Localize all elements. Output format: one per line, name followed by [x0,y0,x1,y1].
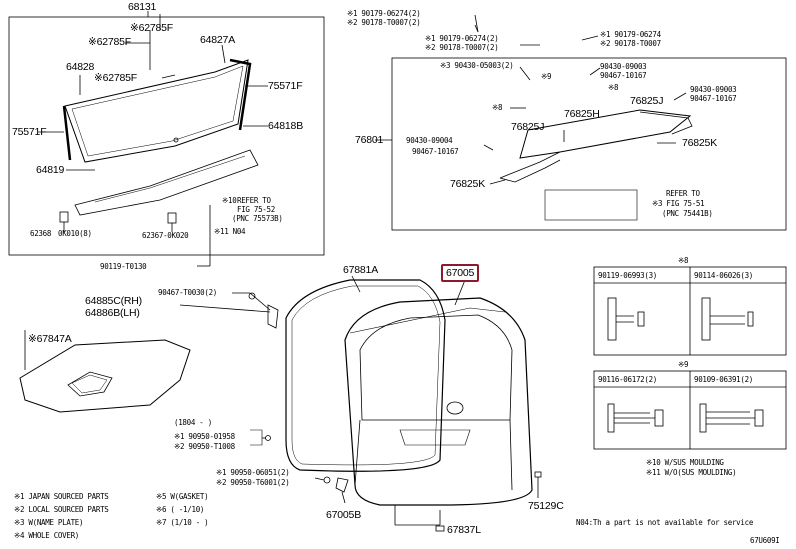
spoiler [519,109,692,159]
label-tr-refer-3: (PNC 75441B) [662,209,713,218]
label-mid-c1: ※1 90950-06051(2) [216,468,290,477]
label-64819: 64819 [36,164,65,176]
label-tr-1: ※1 90179-06274(2) [347,9,421,18]
label-tr-9: 90430-09003 [600,62,647,71]
label-sec9-a: 90116-06172(2) [598,375,658,384]
name-plate-box [544,189,638,221]
door-weatherstrip [285,279,446,472]
windshield-group-box [8,16,325,256]
footnote-n04: N04:Th a part is not available for servi… [576,518,754,527]
label-76801: 76801 [355,134,384,146]
label-68131: 68131 [128,1,157,13]
label-90119: 90119-T0130 [100,262,147,271]
label-mid-c2: ※2 90950-T6001(2) [216,478,290,487]
label-tr-13: 90467-10167 [690,94,737,103]
hinge-bracket [267,304,279,329]
label-mid-b3: ※2 90950-T1008 [174,442,235,451]
label-76825k-a: 76825K [682,137,718,149]
label-tr-14: ※8 [492,103,503,112]
label-62785f-c: ※62785F [94,72,138,84]
footnote-2: ※2 LOCAL SOURCED PARTS [14,505,109,514]
label-sec8-a: 90119-06993(3) [598,271,658,280]
label-62785f-b: ※62785F [88,36,132,48]
label-sec8: ※8 [678,256,689,265]
label-tr-2: ※2 90178-T0007(2) [347,18,421,27]
footnote-5: ※5 W(GASKET) [156,492,209,501]
label-tr-5: ※1 90179-06274 [600,30,661,39]
label-64827a: 64827A [200,34,236,46]
label-tr-7: ※3 90430-05003(2) [440,61,514,70]
whole-cover-67847a [19,339,191,413]
diagram-code: 67U609I [750,536,780,545]
label-w10: ※10 W/SUS MOULDING [646,458,724,467]
label-75129c: 75129C [528,500,564,512]
label-64886b: 64886B(LH) [85,307,140,319]
label-refer-2: FIG 75-52 [237,205,275,214]
label-refer-mark: ※10 [222,196,237,205]
label-76825j-b: 76825J [511,121,545,133]
label-90467: 90467-T0030(2) [158,288,218,297]
label-67881a: 67881A [343,264,379,276]
label-tr-8: ※9 [541,72,552,81]
label-tr-10: 90467-10167 [600,71,647,80]
label-67005-highlighted[interactable]: 67005 [441,264,480,282]
label-tr-11: ※8 [608,83,619,92]
label-64818b: 64818B [268,120,304,132]
spoiler-group-box [391,57,787,231]
label-75571f-left: 75571F [12,126,47,138]
label-tr-3: ※1 90179-06274(2) [425,34,499,43]
label-w11: ※11 W/O(SUS MOULDING) [646,468,737,477]
glass-moulding-right [229,58,252,131]
label-sec9-b: 90109-06391(2) [694,375,754,384]
label-mid-b1: (1804 - ) [174,418,212,427]
back-door-panel [344,297,533,506]
footnote-1: ※1 JAPAN SOURCED PARTS [14,492,109,501]
footnote-7: ※7 (1/10 - ) [156,518,209,527]
footnote-4: ※4 WHOLE COVER) [14,531,79,540]
label-75571f-right: 75571F [268,80,303,92]
glass-moulding-left [62,105,72,161]
door-window [359,314,513,421]
label-tr-19: 90430-09004 [406,136,453,145]
label-0k010: 0K010(8) [58,229,92,238]
label-64828: 64828 [66,61,95,73]
label-tr-4: ※2 90178-T0007(2) [425,43,499,52]
bracket-67005b [335,477,349,493]
label-76825k-b: 76825K [450,178,486,190]
label-sec8-b: 90114-06026(3) [694,271,754,280]
label-76825h: 76825H [564,108,600,120]
label-67005b: 67005B [326,509,362,521]
label-76825j-a: 76825J [630,95,664,107]
label-tr-refer-1: REFER TO [666,189,700,198]
label-tr-20: 90467-10167 [412,147,459,156]
footnote-3: ※3 W(NAME PLATE) [14,518,84,527]
label-tr-refer-2: ※3 FIG 75-51 [652,199,705,208]
label-tr-6: ※2 90178-T0007 [600,39,661,48]
label-refer-1: REFER TO [237,196,271,205]
label-refer-3: (PNC 75573B) [232,214,283,223]
label-64885c: 64885C(RH) [85,295,142,307]
label-67837l: 67837L [447,524,481,536]
label-n04: ※11 N04 [214,227,246,236]
label-62785f-a: ※62785F [130,22,174,34]
label-tr-12: 90430-09003 [690,85,737,94]
label-sec9: ※9 [678,360,689,369]
label-62367: 62367-0K020 [142,231,189,240]
footnote-6: ※6 ( -1/10) [156,505,205,514]
lower-moulding [74,149,259,216]
back-glass [64,59,249,163]
label-62368: 62368 [30,229,52,238]
label-mid-b2: ※1 90950-01958 [174,432,235,441]
label-67847a: ※67847A [28,333,72,345]
